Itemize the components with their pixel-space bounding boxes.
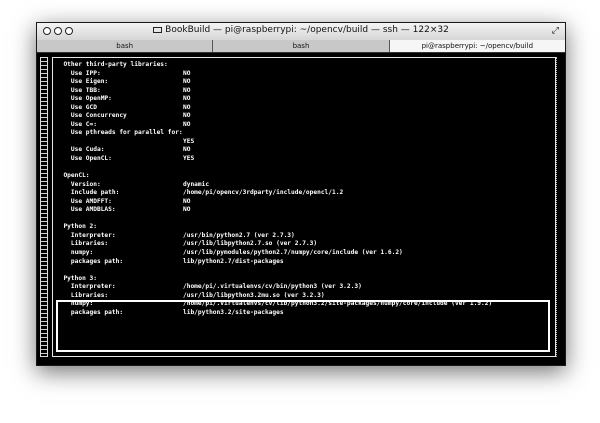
terminal-line-value: YES (183, 155, 195, 163)
terminal-line: Interpreter: /usr/bin/python2.7 (ver 2.7.… (56, 231, 295, 241)
terminal-line (56, 164, 183, 173)
terminal-line-label: packages path: (70, 257, 124, 265)
terminal-window: BookBuild — pi@raspberrypi: ~/opencv/bui… (36, 22, 566, 366)
window-title-text: BookBuild — pi@raspberrypi: ~/opencv/bui… (165, 25, 449, 35)
terminal-line-label: Use Concurrency (70, 112, 127, 120)
terminal-line-label: OpenCL: (63, 172, 90, 180)
terminal-line-value: /home/pi/.virtualenvs/cv/bin/python3 (ve… (183, 283, 362, 291)
terminal-line-value: NO (183, 69, 191, 77)
terminal-line: Include path: /home/pi/opencv/3rdparty/in… (56, 189, 343, 198)
terminal-line: packages path: lib/python2.7/dist-package… (56, 257, 284, 267)
tab-bash-2[interactable]: bash (213, 40, 390, 52)
terminal-line: packages path: lib/python3.2/site-package… (56, 308, 284, 318)
left-gutter (40, 57, 48, 357)
terminal-line-label: Use TBB: (70, 86, 101, 94)
terminal-line-label: Use Cuda: (70, 146, 105, 154)
terminal-line-value: NO (183, 86, 191, 94)
terminal-line-value: NO (183, 112, 191, 120)
terminal-line: Interpreter: /home/pi/.virtualenvs/cv/bin… (56, 283, 362, 292)
terminal-line-label: numpy: (70, 300, 94, 308)
terminal-line (56, 215, 183, 224)
terminal-line-label: Interpreter: (70, 283, 116, 291)
terminal-line: Version: dynamic (56, 180, 209, 190)
terminal-line: Use pthreads for parallel for: (56, 129, 183, 138)
fullscreen-icon[interactable]: ⤢ (551, 26, 559, 36)
terminal-line-value: /usr/lib/pymodules/python2.7/numpy/core/… (183, 249, 403, 257)
terminal-line-label: Other third-party libraries: (63, 61, 168, 68)
terminal-line: Use AMDBLAS: NO (56, 206, 191, 215)
terminal-line: YES (56, 138, 194, 147)
terminal-line: Libraries: /usr/lib/libpython3.2mu.so (ve… (56, 291, 325, 301)
zoom-window-button[interactable] (65, 27, 73, 35)
terminal-line: Use GCD NO (56, 103, 191, 113)
terminal-line-value: NO (183, 146, 191, 154)
scrollbar[interactable] (556, 57, 562, 357)
minimize-window-button[interactable] (54, 27, 62, 35)
terminal-line-label: Use pthreads for parallel for: (70, 129, 183, 137)
close-window-button[interactable] (43, 27, 51, 35)
terminal-line: numpy: /usr/lib/pymodules/python2.7/numpy… (56, 249, 403, 258)
terminal-line: Use Concurrency NO (56, 112, 191, 121)
terminal-line-label: Version: (70, 180, 101, 188)
terminal-line-value: /usr/lib/libpython2.7.so (ver 2.7.3) (183, 240, 318, 248)
title-bar[interactable]: BookBuild — pi@raspberrypi: ~/opencv/bui… (37, 23, 565, 41)
terminal-line-label: Use C=: (70, 120, 97, 128)
terminal-line-label: packages path: (70, 308, 124, 316)
terminal-line-value: /home/pi/.virtualenvs/cv/lib/python3.2/s… (183, 300, 493, 308)
terminal-line: numpy: /home/pi/.virtualenvs/cv/lib/pytho… (56, 300, 492, 309)
terminal-line-value: NO (183, 78, 191, 86)
tab-bash-1[interactable]: bash (37, 40, 214, 52)
terminal-line-label: Python 2: (63, 223, 97, 231)
terminal-line: Use IPP: NO (56, 69, 191, 79)
terminal-line-value: /usr/bin/python2.7 (ver 2.7.3) (183, 231, 295, 239)
terminal-line: Use AMDFFT: NO (56, 197, 191, 207)
terminal-line: Python 2: (56, 223, 183, 232)
terminal-line: Use OpenCL: YES (56, 155, 194, 164)
terminal-line-value: dynamic (183, 180, 210, 188)
terminal-line-label: Use OpenMP: (70, 95, 112, 103)
terminal-line-label: Use AMDFFT: (70, 197, 112, 205)
terminal-line-label: Interpreter: (70, 231, 116, 239)
terminal-line: Libraries: /usr/lib/libpython2.7.so (ver … (56, 240, 317, 249)
terminal-line-value: NO (183, 120, 191, 128)
content-frame (52, 57, 556, 357)
python3-highlight-box (56, 300, 550, 352)
tab-bar: bash bash pi@raspberrypi: ~/opencv/build (37, 40, 565, 53)
terminal-line-label: Use AMDBLAS: (70, 206, 116, 214)
terminal-line (56, 266, 183, 275)
terminal-line: Other third-party libraries: (56, 61, 183, 70)
terminal-line-value: NO (183, 197, 191, 205)
terminal-line-value: /home/pi/opencv/3rdparty/include/opencl/… (183, 189, 344, 197)
terminal-line: Use TBB: NO (56, 86, 191, 96)
terminal-line-label: Use GCD (70, 103, 97, 111)
terminal-line: Use Cuda: NO (56, 146, 191, 155)
terminal-line-label: Use Eigen: (70, 78, 109, 86)
terminal-line-value: NO (183, 103, 191, 111)
terminal-line: OpenCL: (56, 172, 183, 181)
terminal-line-value: NO (183, 95, 191, 103)
terminal-line-value: YES (183, 137, 195, 145)
terminal-line-value: NO (183, 206, 191, 214)
terminal-line-label: Include path: (70, 189, 120, 197)
window-title: BookBuild — pi@raspberrypi: ~/opencv/bui… (37, 25, 565, 35)
terminal-line-label: Libraries: (70, 291, 109, 299)
tab-ssh-raspberrypi[interactable]: pi@raspberrypi: ~/opencv/build (389, 40, 565, 52)
terminal-line-value: lib/python2.7/dist-packages (183, 257, 284, 265)
terminal-line-label: Python 3: (63, 274, 97, 282)
terminal-line: Use Eigen: NO (56, 78, 191, 87)
terminal-line: Use C=: NO (56, 120, 191, 130)
terminal-line-label: Use IPP: (70, 69, 101, 77)
terminal-line: Python 3: (56, 275, 183, 284)
terminal-line-label: Libraries: (70, 240, 109, 248)
terminal-line-label: Use OpenCL: (70, 155, 112, 163)
terminal-line-value: lib/python3.2/site-packages (183, 308, 284, 316)
terminal-icon (153, 26, 163, 33)
terminal-line-label: numpy: (70, 249, 94, 257)
terminal-line: Use OpenMP: NO (56, 95, 191, 104)
terminal-line-value: /usr/lib/libpython3.2mu.so (ver 3.2.3) (183, 291, 325, 299)
